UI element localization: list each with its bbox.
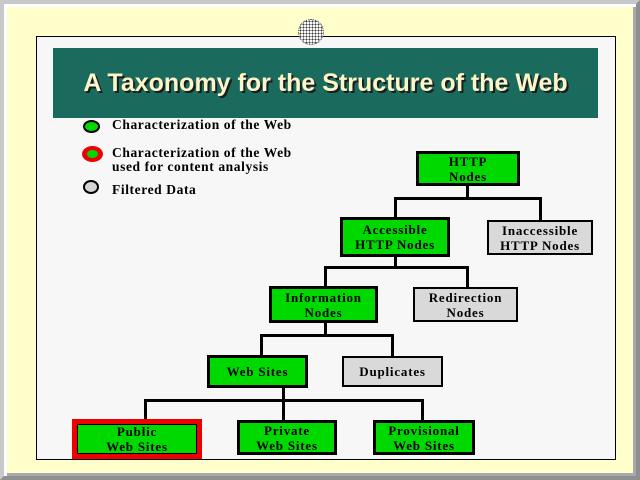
connector-line [421,399,424,420]
node-http-nodes: HTTP Nodes [416,151,520,186]
connector-line [394,197,397,217]
legend-green-ellipse-icon [83,120,100,133]
connector-line [391,334,394,356]
legend-item-label: Filtered Data [112,182,197,197]
legend-item-label: Characterization of the Web used for con… [112,145,292,174]
connector-line [394,257,397,268]
node-accessible-http-nodes: Accessible HTTP Nodes [340,217,450,257]
node-duplicates: Duplicates [342,356,443,387]
connector-line [282,399,285,420]
dithered-sphere-icon [298,19,324,45]
connector-line [539,197,542,220]
node-information-nodes: Information Nodes [269,286,378,323]
legend-gray-ellipse-icon [83,180,99,194]
connector-line [260,334,263,355]
connector-line [144,399,147,419]
page-title: A Taxonomy for the Structure of the Web [83,68,568,97]
connector-line [394,197,542,200]
connector-line [282,388,285,400]
node-inaccessible-http-nodes: Inaccessible HTTP Nodes [487,220,593,255]
legend-item-label: Characterization of the Web [112,117,292,132]
connector-line [324,323,327,336]
connector-line [324,266,469,269]
connector-line [466,266,469,287]
connector-line [260,334,394,337]
connector-line [324,266,327,287]
node-web-sites: Web Sites [207,355,308,388]
slide-canvas: A Taxonomy for the Structure of the Web … [36,36,616,460]
connector-line [466,186,469,199]
node-private-web-sites: Private Web Sites [237,420,337,455]
title-bar: A Taxonomy for the Structure of the Web [53,48,598,118]
node-public-web-sites: Public Web Sites [72,419,202,459]
legend-red-ring-ellipse-icon [82,146,103,162]
node-provisional-web-sites: Provisional Web Sites [373,420,475,455]
legend-red-ring-inner [87,150,98,158]
node-redirection-nodes: Redirection Nodes [413,287,518,322]
